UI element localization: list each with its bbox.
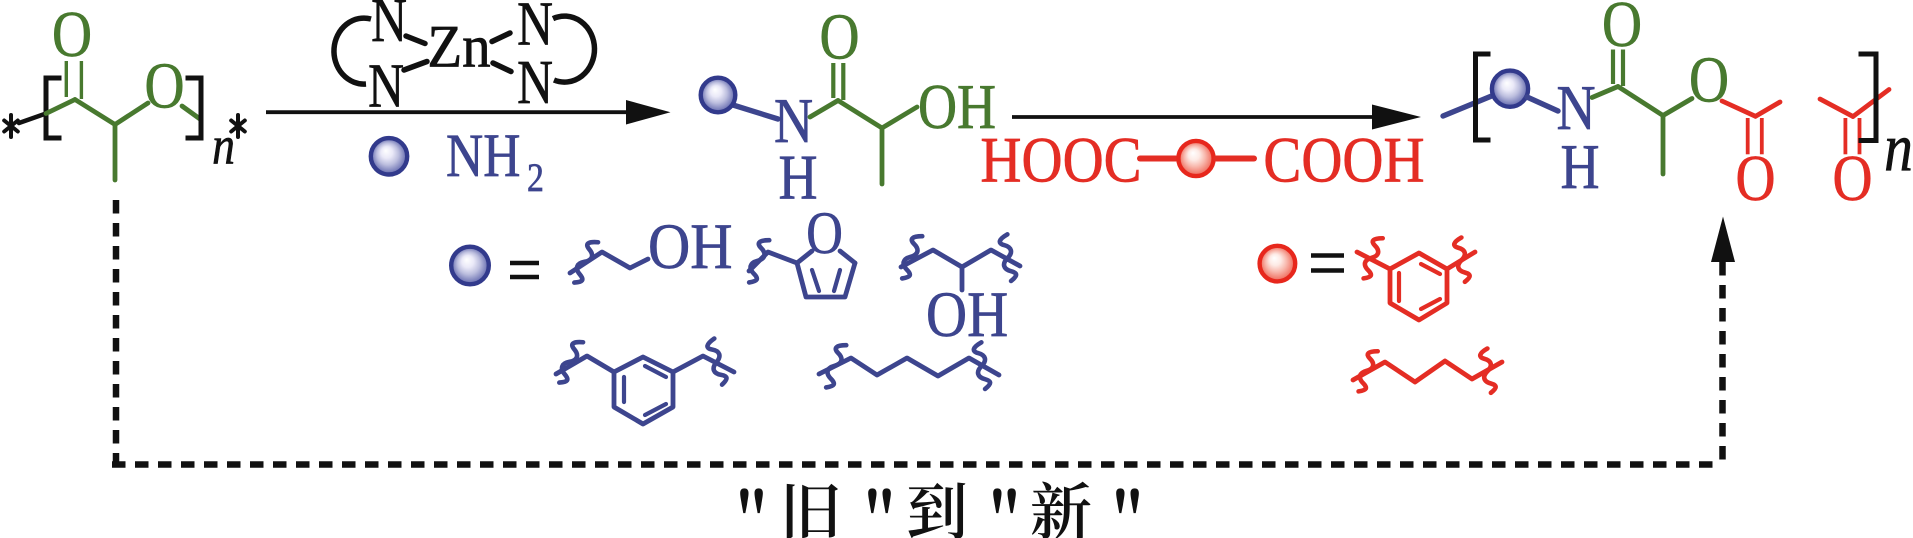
svg-text:N: N xyxy=(517,49,553,117)
svg-text:N: N xyxy=(371,0,407,55)
svg-text:O: O xyxy=(1602,0,1642,61)
svg-text:H: H xyxy=(1560,131,1599,202)
svg-text:OH: OH xyxy=(926,280,1008,351)
svg-text:OH: OH xyxy=(918,71,996,142)
svg-text:O: O xyxy=(144,50,184,123)
svg-text:O: O xyxy=(819,1,859,74)
svg-text:COOH: COOH xyxy=(1263,125,1424,196)
svg-text:N: N xyxy=(368,52,404,120)
svg-text:N: N xyxy=(1556,72,1595,143)
svg-text:2: 2 xyxy=(527,156,544,200)
svg-text:NH: NH xyxy=(446,123,520,190)
svg-text:N: N xyxy=(517,0,553,59)
svg-text:O: O xyxy=(52,0,92,71)
svg-text:O: O xyxy=(1689,44,1729,117)
svg-text:Zn: Zn xyxy=(427,13,490,80)
svg-text:N: N xyxy=(774,85,813,156)
svg-text:O: O xyxy=(1735,143,1775,216)
svg-text:n: n xyxy=(1884,110,1913,186)
svg-text:n: n xyxy=(212,115,235,175)
svg-text:H: H xyxy=(778,141,817,212)
svg-text:HOOC: HOOC xyxy=(980,125,1141,196)
svg-text:O: O xyxy=(1832,143,1872,216)
svg-text:O: O xyxy=(806,201,843,267)
svg-text:OH: OH xyxy=(648,211,732,282)
